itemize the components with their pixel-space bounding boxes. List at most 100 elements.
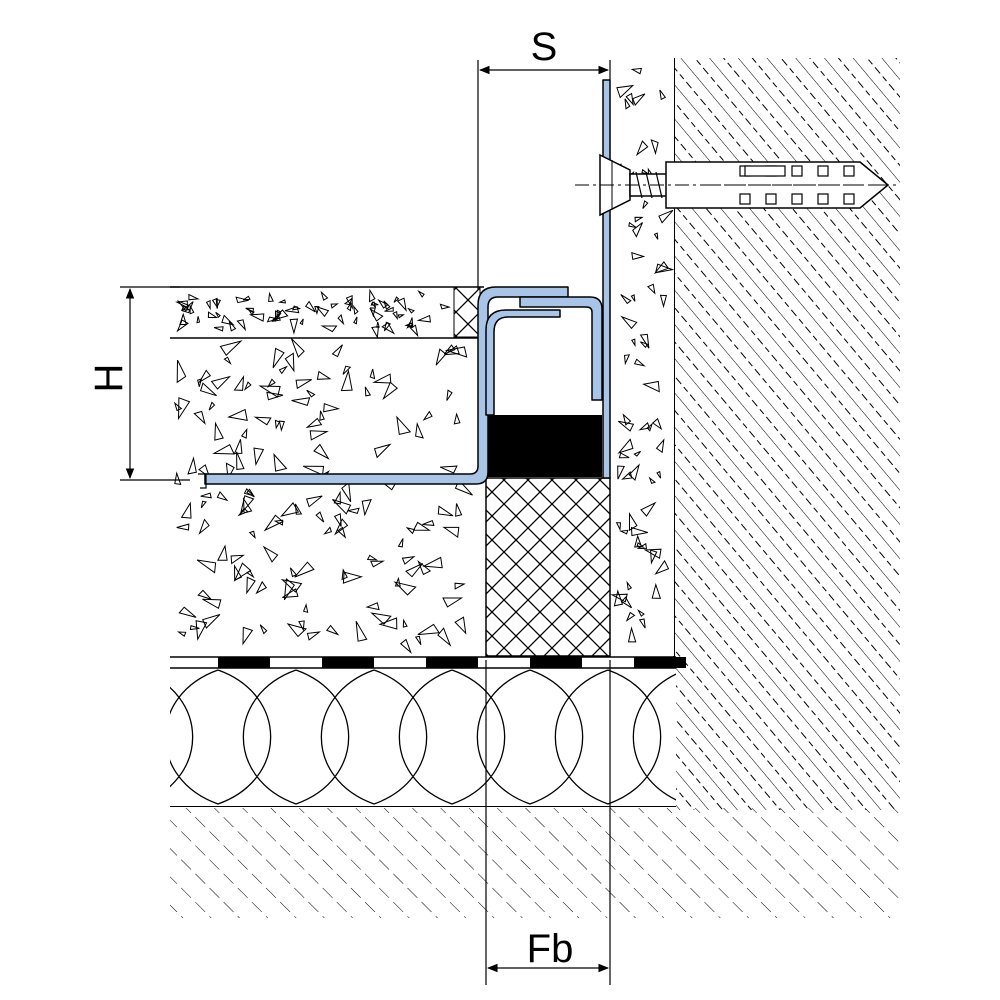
aggregate-speck — [271, 309, 289, 321]
aggregate-speck — [334, 518, 349, 536]
aggregate-speck — [280, 502, 300, 517]
aggregate-speck — [407, 307, 415, 314]
aggregate-speck — [202, 598, 222, 610]
aggregate-speck — [365, 602, 380, 611]
aggregate-speck — [642, 200, 649, 209]
aggregate-speck — [259, 624, 268, 635]
aggregate-speck — [173, 401, 183, 412]
aggregate-speck — [233, 564, 243, 581]
aggregate-speck — [187, 456, 197, 475]
aggregate-speck — [617, 465, 625, 480]
aggregate-speck — [343, 297, 353, 306]
aggregate-speck — [444, 346, 468, 358]
aggregate-speck — [631, 338, 636, 348]
aggregate-speck — [215, 311, 221, 319]
dimension-h: H — [87, 286, 190, 481]
dowel-rib — [791, 165, 803, 177]
aggregate-speck — [635, 140, 649, 157]
membrane-dash — [530, 657, 582, 668]
aggregate-speck — [455, 503, 463, 517]
aggregate-speck — [659, 89, 667, 101]
aggregate-speck — [202, 614, 221, 629]
aggregate-speck — [235, 296, 249, 304]
aggregate-speck — [230, 554, 246, 565]
aggregate-speck — [323, 403, 341, 413]
aggregate-speck — [200, 500, 207, 509]
aggregate-speck — [641, 380, 660, 393]
aggregate-speck — [654, 559, 670, 575]
aggregate-speck — [437, 505, 454, 517]
aggregate-speck — [298, 620, 305, 632]
aggregate-speck — [240, 495, 255, 515]
aggregate-speck — [294, 503, 303, 515]
aggregate-speck — [274, 310, 282, 323]
aggregate-speck — [216, 490, 229, 502]
insulation-wave — [170, 669, 676, 805]
aggregate-speck — [247, 308, 255, 316]
aggregate-speck — [378, 617, 398, 630]
dimension-fb: Fb — [485, 660, 611, 985]
aggregate-speck — [393, 296, 400, 303]
aggregate-speck — [177, 397, 191, 421]
aggregate-speck — [422, 410, 433, 421]
aggregate-speck — [640, 501, 657, 517]
aggregate-speck — [243, 497, 253, 514]
aggregate-speck — [347, 507, 360, 515]
aggregate-speck — [332, 499, 352, 515]
aggregate-speck — [280, 578, 303, 593]
aggregate-speck — [651, 582, 662, 599]
aggregate-speck — [623, 354, 631, 366]
dowel-rib — [765, 193, 777, 205]
aggregate-speck — [284, 305, 300, 314]
aggregate-speck — [639, 333, 650, 349]
aggregate-speck — [437, 627, 452, 647]
aggregate-speck — [632, 93, 646, 106]
aggregate-speck — [181, 305, 191, 311]
aggregate-speck — [346, 302, 352, 312]
aggregate-speck — [198, 369, 212, 384]
aggregate-speck — [331, 344, 343, 358]
aggregate-speck — [633, 450, 641, 457]
aggregate-speck — [319, 410, 325, 421]
aggregate-speck — [369, 368, 376, 380]
aggregate-speck — [412, 521, 431, 531]
aggregate-speck — [372, 373, 392, 384]
aggregate-speck — [397, 538, 404, 548]
aggregate-speck — [228, 320, 237, 332]
aggregate-speck — [634, 534, 643, 548]
aggregate-speck — [439, 465, 458, 474]
aggregate-speck — [613, 589, 624, 607]
wall-concrete-band — [610, 58, 675, 656]
dowel-rib — [843, 165, 855, 177]
aggregate-speck — [617, 420, 635, 432]
base-slab — [170, 805, 900, 918]
aggregate-speck — [383, 300, 391, 310]
aggregate-speck — [258, 385, 281, 398]
aggregate-speck — [221, 314, 235, 326]
aggregate-speck — [274, 419, 281, 430]
aggregate-speck — [233, 439, 243, 455]
aggregate-speck — [212, 444, 235, 455]
aggregate-speck — [341, 481, 352, 503]
aggregate-speck — [370, 560, 386, 568]
aggregate-speck — [225, 462, 235, 481]
aggregate-speck — [439, 303, 451, 310]
aggregate-speck — [313, 443, 330, 460]
aggregate-speck — [658, 209, 674, 224]
aggregate-speck — [316, 370, 332, 380]
aggregate-speck — [305, 495, 323, 508]
aggregate-speck — [255, 580, 268, 595]
aggregate-speck — [276, 309, 282, 319]
dimension-s-label: S — [531, 25, 558, 69]
aggregate-speck — [396, 297, 407, 312]
aggregate-speck — [240, 427, 248, 439]
aggregate-speck — [422, 519, 435, 526]
aggregate-speck — [392, 310, 398, 321]
aggregate-speck — [242, 626, 254, 646]
aggregate-speck — [654, 263, 675, 274]
aggregate-speck — [625, 611, 636, 622]
aggregate-speck — [370, 301, 379, 306]
dimension-fb-label: Fb — [527, 927, 574, 971]
aggregate-speck — [626, 580, 633, 591]
